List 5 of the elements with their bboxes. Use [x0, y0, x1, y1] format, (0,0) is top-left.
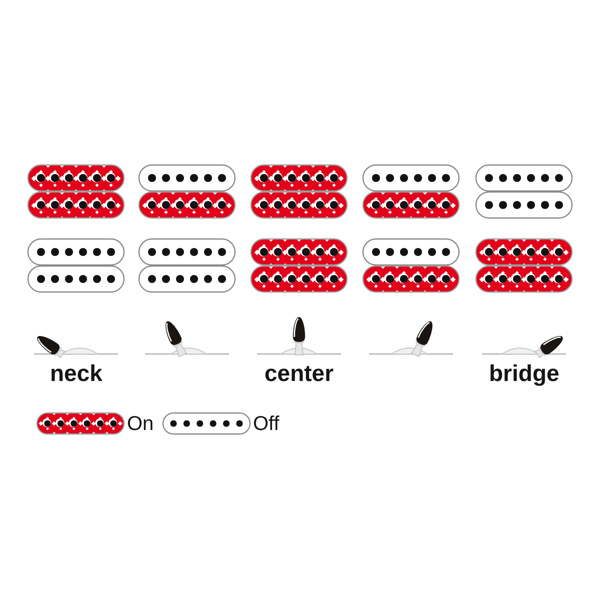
legend-label: On	[127, 414, 154, 434]
switch-position-label: bridge	[489, 362, 560, 385]
switch-position-label: neck	[50, 362, 102, 385]
switch-position-label: center	[264, 362, 334, 385]
legend-label: Off	[253, 414, 280, 434]
